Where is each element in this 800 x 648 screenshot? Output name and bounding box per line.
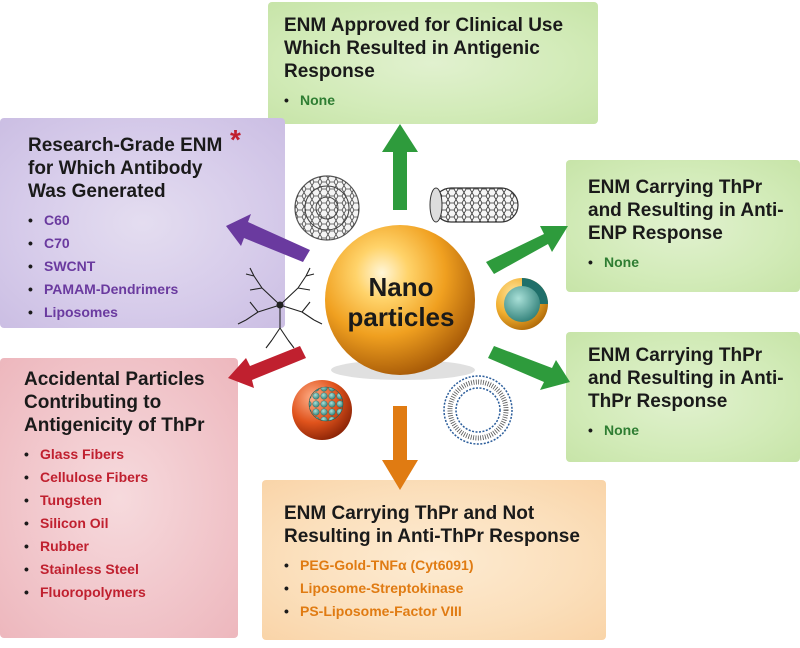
list-item: Liposome-Streptokinase	[284, 577, 594, 600]
anti-enp-title: ENM Carrying ThPr and Resulting in Anti-…	[588, 177, 784, 244]
list-item: Silicon Oil	[24, 512, 228, 535]
approved-clinical-box: ENM Approved for Clinical Use Which Resu…	[268, 2, 598, 124]
approved-clinical-list: None	[284, 89, 582, 112]
dendrimer-icon	[237, 267, 323, 349]
arrow-upleft-purple	[226, 214, 310, 262]
coated-particle-icon	[292, 380, 352, 440]
accidental-particles-title: Accidental Particles Contributing to Ant…	[24, 369, 205, 436]
accidental-particles-list: Glass Fibers Cellulose Fibers Tungsten S…	[24, 443, 228, 604]
list-item: SWCNT	[28, 255, 271, 278]
research-grade-title: Research-Grade ENM for Which Antibody Wa…	[28, 135, 223, 202]
core-shell-particle-icon	[496, 278, 548, 330]
list-item: PEG-Gold-TNFα (Cyt6091)	[284, 554, 594, 577]
approved-clinical-title: ENM Approved for Clinical Use Which Resu…	[284, 15, 564, 82]
anti-thpr-list: None	[588, 419, 786, 442]
not-resulting-title: ENM Carrying ThPr and Not Resulting in A…	[284, 503, 580, 547]
arrow-upright-green	[486, 226, 568, 274]
arrow-up-green	[382, 124, 418, 210]
list-item: None	[588, 419, 786, 442]
asterisk-marker: *	[230, 124, 241, 155]
nanoparticle-sphere	[325, 225, 475, 380]
accidental-particles-box: Accidental Particles Contributing to Ant…	[0, 358, 238, 638]
list-item: Tungsten	[24, 489, 228, 512]
anti-enp-box: ENM Carrying ThPr and Resulting in Anti-…	[566, 160, 800, 292]
list-item: Glass Fibers	[24, 443, 228, 466]
list-item: Rubber	[24, 535, 228, 558]
fullerene-icon	[294, 175, 360, 241]
anti-enp-list: None	[588, 251, 786, 274]
center-label-line2: particles	[347, 302, 455, 332]
list-item: C60	[28, 209, 271, 232]
list-item: Cellulose Fibers	[24, 466, 228, 489]
list-item: PAMAM-Dendrimers	[28, 278, 271, 301]
arrow-down-orange	[382, 406, 418, 490]
not-resulting-box: ENM Carrying ThPr and Not Resulting in A…	[262, 480, 606, 640]
nanotube-icon	[429, 187, 519, 223]
arrow-downleft-red	[228, 346, 306, 388]
list-item: None	[588, 251, 786, 274]
center-label: Nano particles	[326, 272, 476, 332]
anti-thpr-title: ENM Carrying ThPr and Resulting in Anti-…	[588, 345, 784, 412]
center-label-line1: Nano	[368, 272, 434, 302]
list-item: Stainless Steel	[24, 558, 228, 581]
list-item: Liposomes	[28, 301, 271, 324]
list-item: C70	[28, 232, 271, 255]
list-item: None	[284, 89, 582, 112]
anti-thpr-box: ENM Carrying ThPr and Resulting in Anti-…	[566, 332, 800, 462]
arrow-downright-green	[488, 346, 570, 390]
list-item: PS-Liposome-Factor VIII	[284, 600, 594, 623]
research-grade-list: C60 C70 SWCNT PAMAM-Dendrimers Liposomes	[28, 209, 271, 324]
list-item: Fluoropolymers	[24, 581, 228, 604]
liposome-icon	[443, 375, 513, 445]
not-resulting-list: PEG-Gold-TNFα (Cyt6091) Liposome-Strepto…	[284, 554, 594, 623]
